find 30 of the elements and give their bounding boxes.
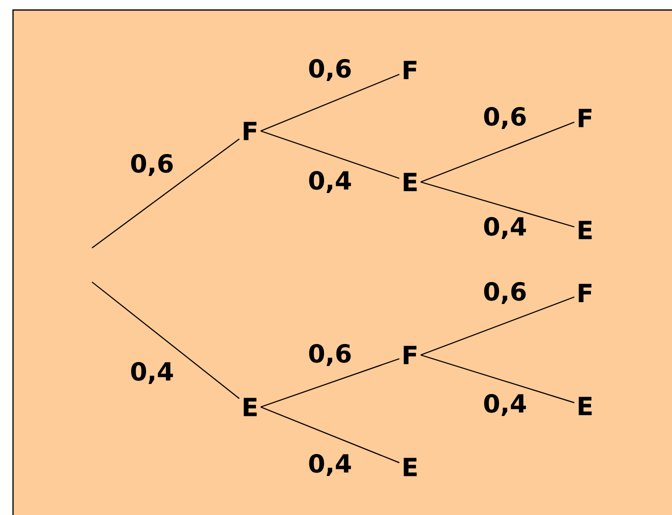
branch-line	[260, 130, 400, 179]
probability-label: 0,6	[484, 282, 526, 304]
branch-line	[260, 74, 400, 132]
probability-label: 0,4	[309, 170, 351, 193]
probability-label: 0,4	[131, 362, 173, 384]
branch-line	[420, 296, 574, 356]
outcome-label: F	[244, 122, 256, 140]
outcome-label: F	[404, 60, 416, 80]
branch-line	[420, 122, 574, 182]
branch-line	[92, 282, 240, 399]
outcome-label: F	[404, 346, 416, 364]
outcome-label: E	[578, 220, 592, 240]
outcome-label: F	[578, 284, 592, 302]
outcome-label: E	[244, 398, 257, 416]
outcome-label: F	[578, 108, 592, 128]
branch-line	[92, 138, 240, 248]
probability-label: 0,6	[131, 154, 173, 176]
outcome-label: E	[578, 396, 592, 416]
outcome-label: E	[404, 172, 417, 192]
outcome-label: E	[404, 458, 417, 476]
probability-label: 0,6	[309, 344, 351, 366]
branch-line	[260, 406, 400, 464]
probability-label: 0,6	[484, 106, 526, 129]
branch-line	[420, 181, 574, 228]
probability-label: 0,4	[309, 454, 351, 476]
branch-line	[420, 354, 574, 404]
probability-label: 0,4	[484, 394, 526, 416]
branch-line	[260, 358, 400, 408]
probability-label: 0,4	[484, 216, 526, 239]
probability-label: 0,6	[309, 58, 351, 81]
